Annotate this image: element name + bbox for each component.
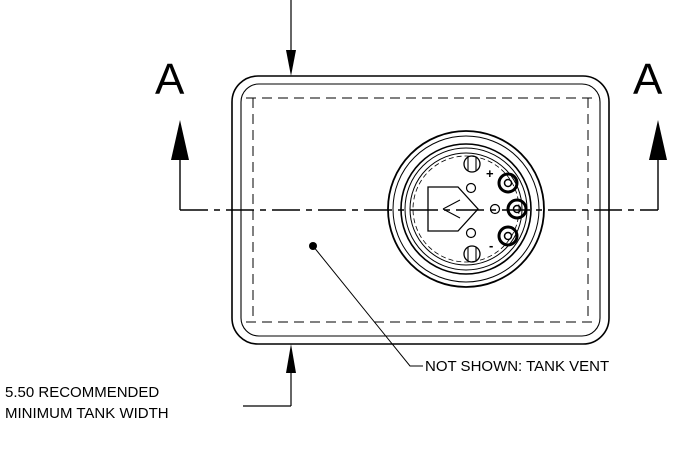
- connector-ring-6: [412, 155, 520, 263]
- section-label-left: A: [155, 55, 185, 104]
- connector-ring-2: [392, 135, 540, 283]
- dimension-text-line1: 5.50 RECOMMENDED: [5, 384, 159, 401]
- hole-upper: [465, 182, 477, 194]
- connector-key-block: [427, 186, 479, 232]
- section-arrow-left: [171, 120, 189, 160]
- connector: [387, 130, 545, 288]
- polarity-plus-label: +: [486, 166, 494, 181]
- polarity-minus-label: -: [489, 238, 493, 253]
- section-label-right: A: [633, 55, 663, 104]
- screw-bottom: [463, 245, 481, 263]
- terminal-pin-plus: [497, 172, 519, 194]
- terminal-pin-center: [506, 198, 528, 220]
- connector-ring-outer: [387, 130, 545, 288]
- connector-ring-3: [400, 143, 532, 275]
- dimension-arrow-top: [286, 50, 296, 76]
- vent-callout-text: NOT SHOWN: TANK VENT: [425, 358, 609, 375]
- connector-ring-5: [409, 152, 523, 266]
- section-arrow-right: [649, 120, 667, 160]
- terminal-pin-minus: [497, 225, 519, 247]
- connector-key-notch: [442, 199, 461, 219]
- dimension-arrows: [243, 0, 292, 407]
- dimension-text-line2: MINIMUM TANK WIDTH: [5, 405, 169, 422]
- screw-top: [463, 155, 481, 173]
- section-line-a-a: [179, 160, 659, 211]
- hole-lower: [465, 227, 477, 239]
- vent-callout: [309, 242, 423, 367]
- vent-leader-line: [312, 245, 423, 367]
- hole-center: [489, 203, 501, 215]
- dimension-arrow-bottom: [286, 344, 296, 373]
